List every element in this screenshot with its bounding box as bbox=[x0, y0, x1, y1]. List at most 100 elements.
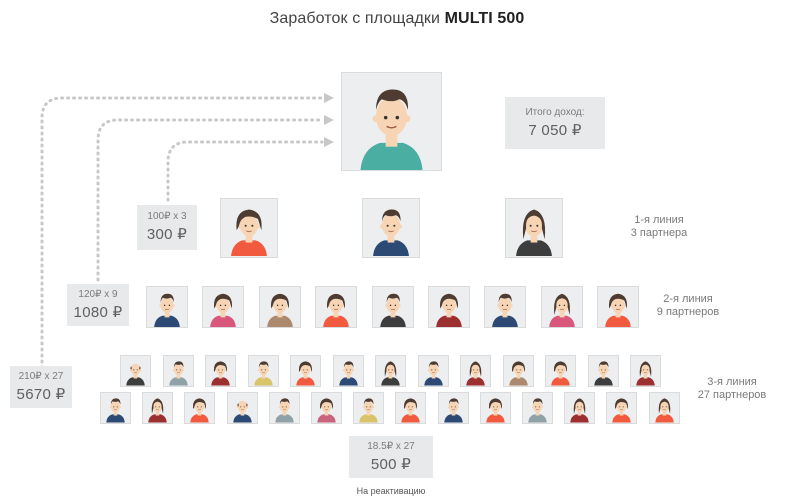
person-icon bbox=[548, 293, 575, 327]
line2-name: 2-я линия bbox=[663, 293, 713, 305]
neck-shape bbox=[113, 411, 118, 416]
face-shape bbox=[375, 97, 408, 137]
shirt-shape bbox=[359, 414, 378, 423]
neck-shape bbox=[577, 411, 582, 416]
shirt-shape bbox=[612, 414, 632, 423]
shirt-shape bbox=[253, 377, 273, 386]
face-shape bbox=[386, 297, 399, 313]
shirt-shape bbox=[593, 377, 613, 386]
neck-shape bbox=[615, 311, 621, 318]
line2-partner bbox=[202, 286, 245, 328]
face-shape bbox=[532, 400, 543, 413]
neck-shape bbox=[390, 311, 395, 318]
person-icon bbox=[636, 361, 655, 386]
hair-shape bbox=[498, 293, 513, 303]
face-shape bbox=[153, 400, 163, 413]
neck-shape bbox=[601, 374, 605, 379]
face-shape bbox=[490, 400, 500, 413]
person-icon bbox=[154, 293, 180, 327]
shirt-shape bbox=[154, 315, 180, 327]
person-icon bbox=[373, 209, 409, 256]
neck-shape bbox=[245, 234, 253, 243]
hair-shape bbox=[279, 398, 290, 405]
shirt-shape bbox=[636, 377, 655, 386]
shirt-shape bbox=[379, 315, 406, 327]
neck-shape bbox=[473, 374, 478, 379]
hair-shape bbox=[598, 361, 608, 368]
shirt-shape bbox=[323, 315, 349, 327]
line3-partner bbox=[353, 392, 385, 424]
hair-shape bbox=[639, 361, 652, 377]
line2-partners: 9 партнеров bbox=[656, 306, 720, 318]
hair-shape bbox=[110, 398, 121, 405]
person-icon bbox=[379, 293, 406, 327]
neck-shape bbox=[558, 374, 563, 379]
hair-shape bbox=[327, 293, 346, 309]
face-shape bbox=[195, 400, 205, 413]
line2-earnings-box: 120₽ x 9 1080 ₽ bbox=[67, 284, 129, 326]
line2-partner bbox=[428, 286, 470, 328]
page-title: Заработок с площадки MULTI 500 bbox=[0, 10, 794, 28]
owner-avatar bbox=[341, 72, 442, 171]
hair-shape bbox=[404, 398, 418, 410]
arrowhead-1 bbox=[324, 137, 334, 147]
person-icon bbox=[148, 398, 167, 423]
neck-shape bbox=[559, 311, 565, 318]
person-icon bbox=[323, 293, 349, 327]
hair-shape bbox=[609, 293, 628, 309]
face-shape bbox=[273, 297, 287, 313]
line3-partner bbox=[606, 392, 638, 424]
face-shape bbox=[470, 363, 481, 376]
face-shape bbox=[364, 400, 374, 413]
hair-shape bbox=[160, 293, 174, 303]
face-shape bbox=[525, 214, 543, 237]
person-icon bbox=[528, 398, 547, 423]
person-icon bbox=[612, 398, 632, 423]
person-icon bbox=[423, 361, 443, 386]
neck-shape bbox=[387, 234, 395, 243]
neck-shape bbox=[324, 411, 329, 416]
line3-partner bbox=[375, 355, 406, 387]
line2-partner bbox=[146, 286, 188, 328]
face-shape bbox=[258, 363, 268, 376]
person-icon bbox=[231, 209, 267, 256]
shirt-shape bbox=[466, 377, 485, 386]
shirt-shape bbox=[516, 240, 552, 256]
shirt-shape bbox=[436, 315, 462, 327]
reactivation-amount: 500 ₽ bbox=[370, 456, 412, 473]
shirt-shape bbox=[654, 414, 674, 423]
person-icon bbox=[551, 361, 570, 386]
hair-shape bbox=[193, 398, 207, 410]
line3-partner bbox=[290, 355, 321, 387]
arrowhead-2 bbox=[324, 115, 334, 125]
neck-shape bbox=[620, 411, 624, 416]
shirt-shape bbox=[231, 240, 267, 256]
hair-shape bbox=[237, 403, 248, 407]
shirt-shape bbox=[548, 315, 575, 327]
shirt-shape bbox=[266, 315, 293, 327]
total-label: Итого доход: bbox=[525, 107, 585, 118]
face-shape bbox=[237, 400, 247, 413]
shirt-shape bbox=[168, 377, 188, 386]
neck-shape bbox=[662, 411, 666, 416]
neck-shape bbox=[446, 311, 452, 318]
line1-name: 1-я линия bbox=[634, 214, 684, 226]
person-icon bbox=[190, 398, 210, 423]
line3-partner bbox=[522, 392, 553, 424]
line1-partner bbox=[505, 198, 563, 258]
face-shape bbox=[659, 400, 669, 413]
hair-shape bbox=[375, 89, 409, 110]
neck-shape bbox=[277, 311, 283, 318]
hair-shape bbox=[469, 361, 482, 377]
hair-shape bbox=[384, 361, 397, 377]
line3-partner bbox=[545, 355, 576, 387]
total-value: 7 050 ₽ bbox=[528, 122, 582, 139]
line3-partner bbox=[142, 392, 174, 424]
person-icon bbox=[266, 293, 293, 327]
line3-partner bbox=[311, 392, 342, 424]
face-shape bbox=[385, 363, 396, 376]
face-shape bbox=[110, 400, 121, 413]
line3-partner bbox=[479, 392, 511, 424]
face-shape bbox=[442, 297, 456, 313]
neck-shape bbox=[218, 374, 223, 379]
